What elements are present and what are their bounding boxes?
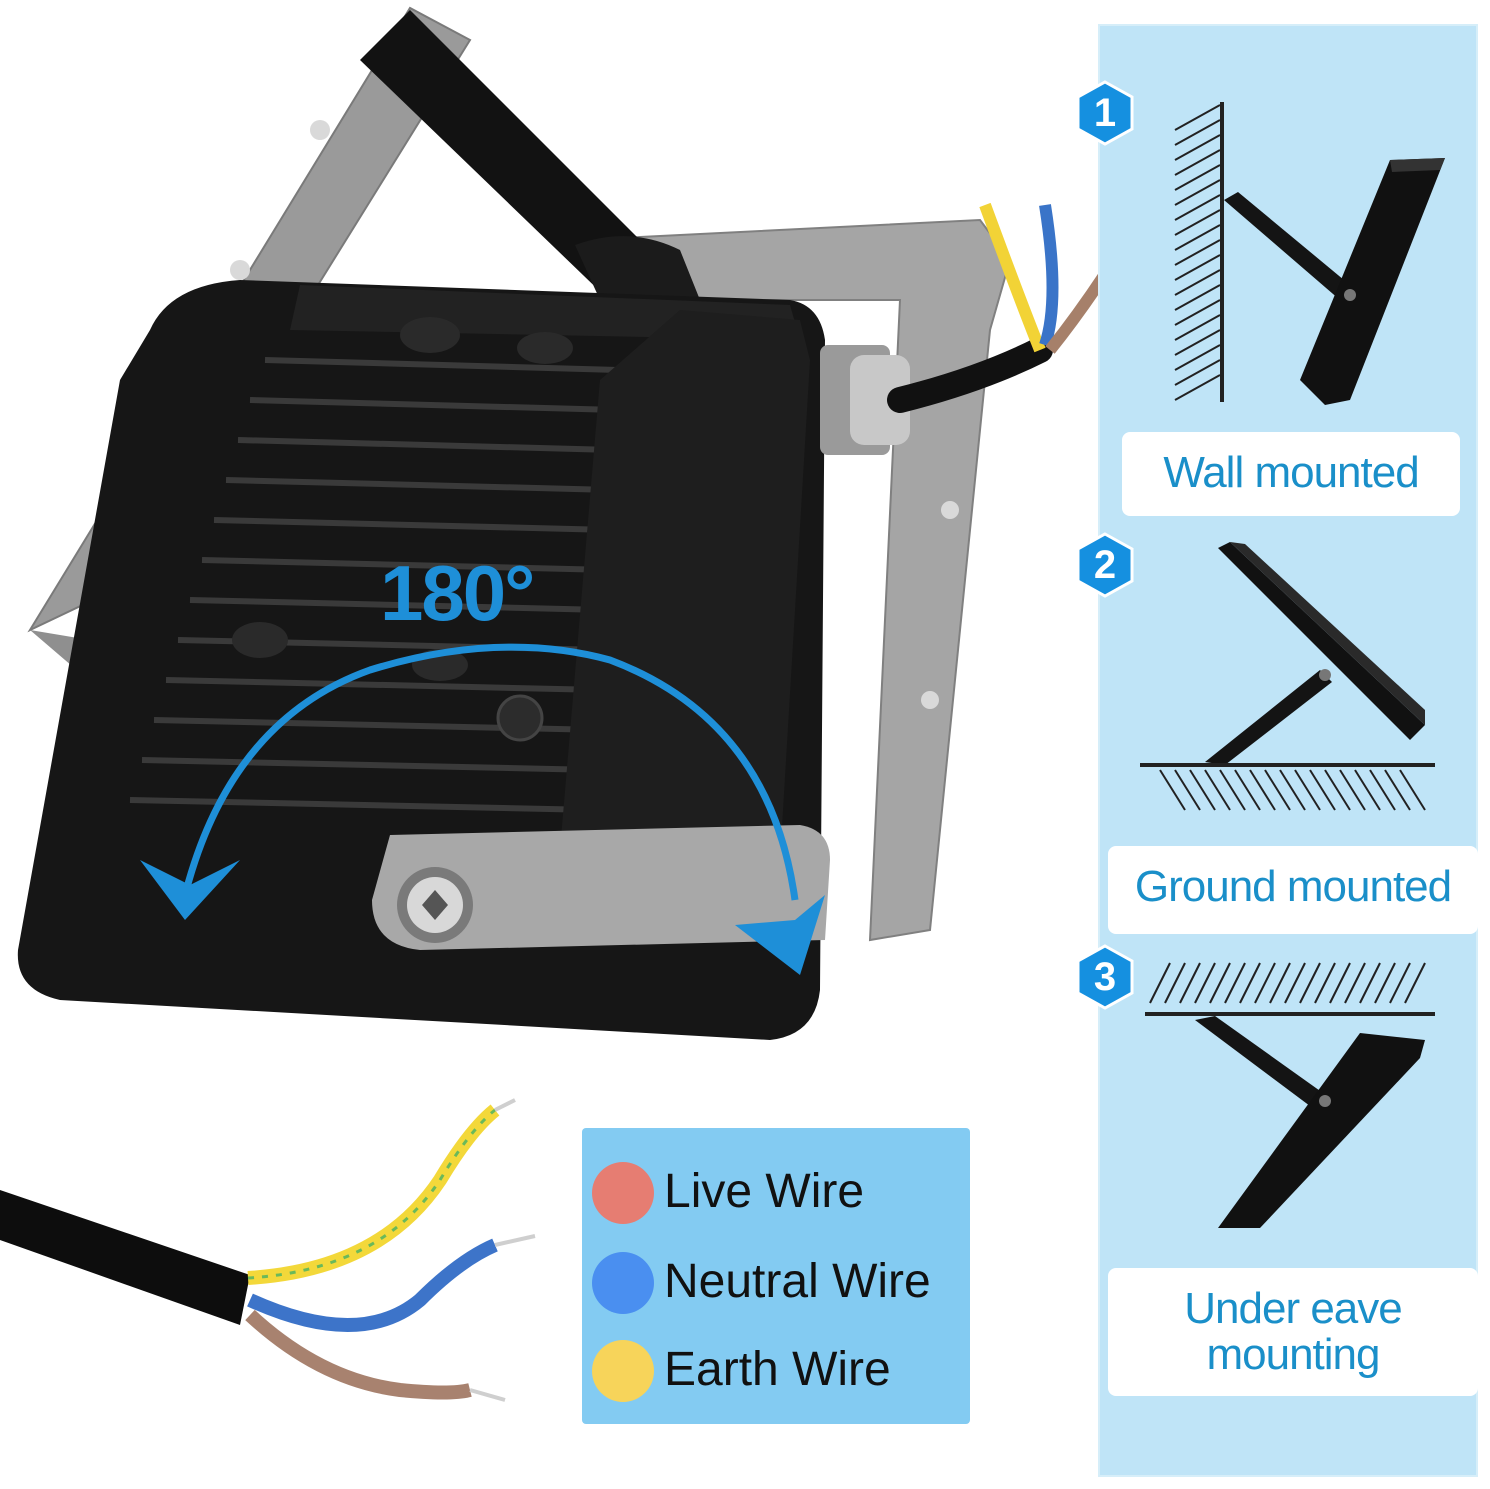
step-badge-1: 1: [1075, 80, 1135, 146]
ground-mount-diagram-icon: [1140, 542, 1435, 811]
rotation-arrow: [140, 643, 825, 975]
mount-label-under-eave: Under eave mounting: [1108, 1268, 1478, 1396]
under-eave-diagram-icon: [1145, 962, 1435, 1228]
hexagon-icon: [1076, 944, 1134, 1010]
mount-label-ground: Ground mounted: [1108, 846, 1478, 934]
step-number: 2: [1093, 543, 1117, 587]
legend-label: Live Wire: [664, 1165, 865, 1218]
wall-mount-diagram-icon: [1174, 102, 1445, 405]
cable-illustration: [0, 1098, 536, 1402]
step-badge-2: 2: [1075, 532, 1135, 598]
floodlight-illustration: [17, 6, 1100, 1040]
legend-item-live: Live Wire: [592, 1156, 962, 1226]
live-wire-dot-icon: [592, 1162, 654, 1224]
hexagon-icon: [1076, 532, 1134, 598]
neutral-wire-dot-icon: [592, 1252, 654, 1314]
rotation-angle-label: 180°: [380, 549, 535, 637]
step-badge-3: 3: [1075, 944, 1135, 1010]
legend-item-neutral: Neutral Wire: [592, 1246, 962, 1316]
hexagon-icon: [1076, 80, 1134, 146]
wire-legend: Live Wire Neutral Wire Earth Wire: [582, 1128, 970, 1424]
step-number: 3: [1093, 955, 1117, 999]
legend-item-earth: Earth Wire: [592, 1334, 962, 1404]
earth-wire-dot-icon: [592, 1340, 654, 1402]
mounting-options-panel: [1098, 24, 1478, 1477]
mount-label-wall: Wall mounted: [1122, 432, 1460, 516]
legend-label: Earth Wire: [664, 1343, 891, 1396]
step-number: 1: [1093, 91, 1117, 135]
legend-label: Neutral Wire: [664, 1255, 931, 1308]
